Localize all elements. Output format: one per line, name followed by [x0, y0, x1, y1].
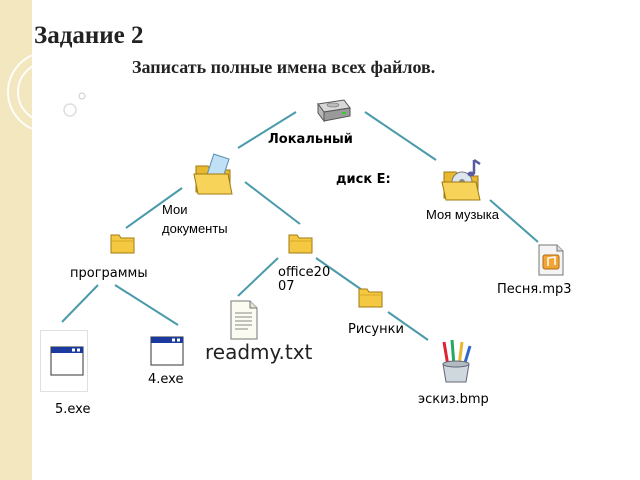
window-exe-icon: [50, 346, 84, 376]
office-label: office20 07: [278, 266, 331, 294]
my-documents-label-line2: документы: [162, 221, 228, 236]
pictures-label: Рисунки: [348, 322, 404, 337]
song-label: Песня.mp3: [497, 282, 572, 297]
sketch-label: эскиз.bmp: [418, 392, 489, 407]
hard-drive-icon: [317, 99, 351, 123]
task-subtitle: Записать полные имена всех файлов.: [132, 57, 436, 77]
folder-icon: [358, 288, 383, 308]
my-music-label: Моя музыка: [426, 207, 499, 222]
folder-documents-icon: [193, 153, 233, 195]
decorative-side-strip: [0, 0, 32, 480]
programs-label: программы: [70, 266, 148, 281]
my-documents-label-line1: Мои: [162, 202, 188, 217]
drive-label-line2: диск Е:: [336, 172, 391, 187]
text-file-icon: [230, 300, 258, 340]
task-title: Задание 2: [34, 22, 144, 49]
paint-brushes-icon: [442, 339, 472, 383]
mp3-file-icon: [538, 244, 564, 276]
folder-icon: [110, 234, 135, 254]
readme-label: readmy.txt: [205, 340, 313, 364]
decorative-rings: [7, 51, 89, 133]
drive-label-line1: Локальный: [268, 132, 353, 147]
exe5-label: 5.exe: [55, 402, 91, 417]
window-exe-icon: [150, 336, 184, 366]
folder-icon: [288, 234, 313, 254]
exe4-label: 4.exe: [148, 372, 184, 387]
folder-music-icon: [441, 158, 481, 201]
